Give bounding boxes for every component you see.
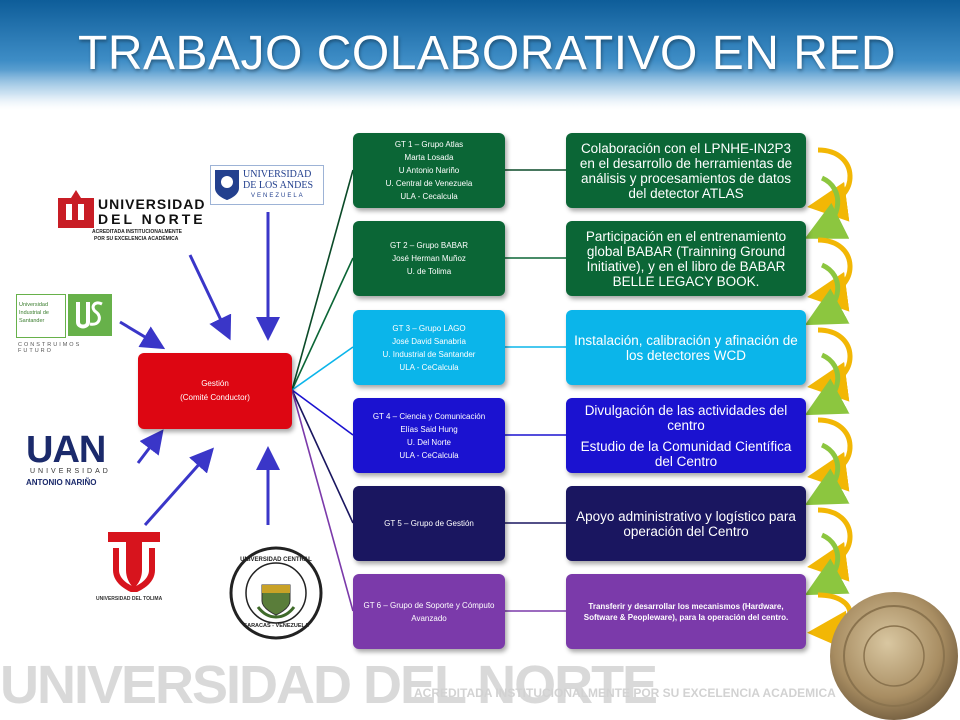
gt4-description: Divulgación de las actividades del centr…: [566, 398, 806, 473]
uis-name-2: Industrial de: [19, 310, 49, 316]
gt4-box: GT 4 – Ciencia y Comunicación Elías Said…: [353, 398, 505, 473]
uan-acronym: UAN: [26, 429, 106, 471]
gt4-member: U. Del Norte: [406, 437, 451, 447]
gt5-box: GT 5 – Grupo de Gestión: [353, 486, 505, 561]
gt1-title: GT 1 – Grupo Atlas: [394, 140, 464, 149]
uniandes-name-1: UNIVERSIDAD: [243, 169, 312, 180]
gt3-member: U. Industrial de Santander: [382, 349, 476, 359]
gt4-description-text: Estudio de la Comunidad Científica del C…: [580, 438, 792, 469]
gt2-title: GT 2 – Grupo BABAR: [389, 241, 469, 250]
gt1-member: Marta Losada: [404, 153, 454, 162]
uninorte-name-2: DEL NORTE: [98, 211, 206, 227]
gt3-title: GT 3 – Grupo LAGO: [392, 323, 466, 333]
gt1-box: GT 1 – Grupo Atlas Marta Losada U Antoni…: [353, 133, 505, 208]
uninorte-logo: UNIVERSIDAD DEL NORTE ACREDITADA INSTITU…: [56, 190, 206, 250]
arrow-uan: [136, 429, 164, 464]
gt6-description: Transferir y desarrollar los mecanismos …: [566, 574, 806, 649]
gt3-description: Instalación, calibración y afinación de …: [566, 310, 806, 385]
gt6-title: GT 6 – Grupo de Soporte y Cómputo Avanza…: [363, 600, 495, 623]
uninorte-tagline-2: POR SU EXCELENCIA ACADÉMICA: [94, 236, 179, 242]
gestion-sublabel: (Comité Conductor): [180, 393, 250, 402]
gt1-description: Colaboración con el LPNHE-IN2P3 en el de…: [566, 133, 806, 208]
gestion-label: Gestión: [201, 379, 229, 388]
ucv-logo: UNIVERSIDAD CENTRAL CARACAS - VENEZUELA: [228, 545, 324, 641]
gt2-description: Participación en el entrenamiento global…: [566, 221, 806, 296]
gt3-description-text: Instalación, calibración y afinación de …: [574, 332, 798, 363]
gt4-member: Elías Said Hung: [400, 424, 458, 434]
gt5-title: GT 5 – Grupo de Gestión: [384, 519, 474, 528]
cycle-arrows: [804, 147, 853, 651]
arrow-uninorte: [188, 254, 232, 341]
uan-name-2: ANTONIO NARIÑO: [26, 478, 97, 487]
gt6-box: GT 6 – Grupo de Soporte y Cómputo Avanza…: [353, 574, 505, 649]
gt1-description-text: Colaboración con el LPNHE-IN2P3 en el de…: [579, 140, 793, 201]
gt4-title: GT 4 – Ciencia y Comunicación: [372, 411, 486, 421]
uis-tagline: CONSTRUIMOS FUTURO: [18, 342, 82, 354]
gt2-member: U. de Tolima: [406, 267, 452, 276]
watermark-university: UNIVERSIDAD DEL NORTE: [0, 655, 658, 715]
link-gt4: [291, 389, 354, 436]
gt1-member: ULA - Cecalcula: [400, 192, 458, 201]
gt2-box: GT 2 – Grupo BABAR José Herman Muñoz U. …: [353, 221, 505, 296]
tolima-logo: UNIVERSIDAD DEL TOLIMA: [96, 530, 170, 610]
gt6-description-text: Transferir y desarrollar los mecanismos …: [583, 601, 789, 622]
gt2-member: José Herman Muñoz: [392, 254, 466, 263]
link-gt2: [291, 257, 354, 391]
ucv-name-2: CARACAS - VENEZUELA: [243, 623, 309, 629]
uninorte-name-1: UNIVERSIDAD: [98, 196, 206, 212]
ucv-seal-icon: [229, 546, 323, 640]
link-gt3: [291, 346, 354, 391]
gt4-member: ULA - CeCalcula: [399, 450, 459, 460]
bronze-seal-icon: [830, 592, 958, 720]
gt4-description-text: Divulgación de las actividades del centr…: [584, 402, 788, 433]
watermark-tagline: ACREDITADA INSTITUCIONALMENTE POR SU EXC…: [414, 686, 836, 700]
uan-logo: UAN UNIVERSIDAD ANTONIO NARIÑO: [26, 429, 136, 490]
uis-name-3: Santander: [19, 318, 45, 324]
ucv-name-1: UNIVERSIDAD CENTRAL: [240, 557, 312, 563]
gt2-description-text: Participación en el entrenamiento global…: [585, 228, 787, 289]
uniandes-crest-icon: [215, 170, 239, 200]
arrow-tolima: [143, 447, 214, 526]
slide-title: TRABAJO COLABORATIVO EN RED: [78, 27, 897, 80]
tolima-name: UNIVERSIDAD DEL TOLIMA: [96, 596, 163, 602]
gt5-description-text: Apoyo administrativo y logístico para op…: [576, 508, 796, 539]
uis-logo: Universidad Industrial de Santander CONS…: [16, 294, 116, 354]
uis-name-1: Universidad: [19, 302, 49, 308]
link-gt1: [291, 169, 354, 391]
title-banner: [0, 0, 960, 115]
uninorte-emblem-icon: [58, 190, 94, 228]
uniandes-name-2: DE LOS ANDES: [243, 180, 314, 191]
gt3-member: ULA - CeCalcula: [399, 362, 459, 372]
link-gt5: [291, 389, 354, 524]
gt1-member: U. Central de Venezuela: [385, 179, 473, 188]
gt3-box: GT 3 – Grupo LAGO José David Sanabria U.…: [353, 310, 505, 385]
gt1-member: U Antonio Nariño: [398, 166, 460, 175]
uniandes-logo: UNIVERSIDAD DE LOS ANDES VENEZUELA: [210, 165, 324, 205]
uan-name-1: UNIVERSIDAD: [30, 468, 111, 475]
uis-mark-icon: [68, 294, 112, 336]
tolima-shield-icon: [108, 532, 160, 592]
gestion-box: Gestión (Comité Conductor): [138, 353, 292, 429]
arrow-uis: [119, 320, 166, 350]
link-gt6: [291, 389, 354, 612]
uniandes-country: VENEZUELA: [251, 193, 305, 199]
gt3-member: José David Sanabria: [392, 336, 466, 346]
gt5-description: Apoyo administrativo y logístico para op…: [566, 486, 806, 561]
uninorte-tagline-1: ACREDITADA INSTITUCIONALMENTE: [92, 229, 182, 235]
